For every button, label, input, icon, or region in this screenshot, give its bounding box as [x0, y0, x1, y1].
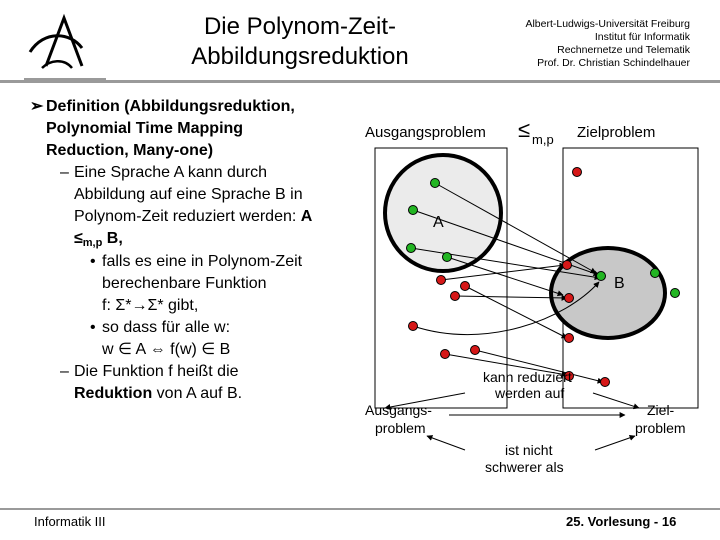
- zielproblem-line1: Ziel-: [647, 402, 675, 418]
- ist-nicht-line2: schwerer als: [485, 459, 564, 475]
- slide-title: Die Polynom-Zeit- Abbildungsreduktion: [140, 12, 460, 72]
- source-point-green: [442, 252, 452, 262]
- source-point-green: [406, 243, 416, 253]
- arrow-nicht-right: [594, 434, 636, 451]
- header-divider: [0, 80, 720, 83]
- dash-bullet-icon: –: [60, 363, 69, 380]
- source-point-green: [430, 178, 440, 188]
- source-point-red: [436, 275, 446, 285]
- label-source-problem: Ausgangsproblem: [365, 124, 486, 141]
- set-A-label: A: [433, 214, 444, 231]
- mapping-arrow: [412, 281, 600, 336]
- mapping-arrow: [454, 294, 568, 301]
- target-point-red: [572, 167, 582, 177]
- dash-bullet-icon: –: [60, 164, 69, 181]
- target-point-red: [564, 371, 574, 381]
- set-A-ellipse: [383, 153, 503, 273]
- target-point-green: [650, 268, 660, 278]
- source-universe-box: [374, 147, 508, 409]
- source-point-red: [408, 321, 418, 331]
- definition-subitem-1: • falls es eine in Polynom-Zeit berechen…: [90, 253, 303, 314]
- university-info: Albert-Ludwigs-Universität Freiburg Inst…: [500, 18, 690, 70]
- dot-bullet-icon: •: [90, 253, 96, 270]
- arrow-bullet-icon: ➢: [30, 98, 44, 115]
- title-line-2: Abbildungsreduktion: [191, 43, 409, 70]
- definition-heading: ➢ Definition (Abbildungsreduktion, Polyn…: [30, 98, 295, 159]
- set-B-ellipse: [549, 246, 667, 340]
- footer-divider: [0, 508, 720, 510]
- arrow-kann-right: [592, 392, 640, 410]
- title-line-1: Die Polynom-Zeit-: [203, 13, 397, 40]
- university-line-4: Prof. Dr. Christian Schindelhauer: [537, 57, 690, 69]
- mapping-arrow: [444, 353, 568, 378]
- ausgangsproblem-line1: Ausgangs-: [365, 402, 432, 418]
- target-point-red: [600, 377, 610, 387]
- mapping-arrow: [440, 262, 566, 281]
- label-leq-sub: m,p: [532, 132, 554, 147]
- source-point-red: [470, 345, 480, 355]
- university-line-1: Albert-Ludwigs-Universität Freiburg: [525, 18, 690, 30]
- target-point-red: [564, 333, 574, 343]
- source-point-red: [460, 281, 470, 291]
- university-logo: [24, 13, 106, 82]
- university-line-2: Institut für Informatik: [594, 31, 690, 43]
- ist-nicht-line1: ist nicht: [505, 442, 553, 458]
- kann-reduziert-line2: werden auf: [494, 385, 564, 401]
- arrow-kann-left: [384, 392, 466, 410]
- mapping-arrow: [446, 256, 564, 297]
- definition-text: ➢ Definition (Abbildungsreduktion, Polyn…: [30, 96, 360, 405]
- definition-subitem-2: • so dass für alle w: w ∈ A ⇔ f(w) ∈ B: [90, 319, 231, 358]
- mapping-arrow: [410, 247, 601, 281]
- mapping-arrow: [434, 182, 597, 274]
- dot-bullet-icon: •: [90, 319, 96, 336]
- source-point-green: [408, 205, 418, 215]
- label-leq: ≤: [518, 117, 530, 142]
- definition-item-2: – Die Funktion f heißt die Reduktion von…: [60, 363, 243, 402]
- footer-course: Informatik III: [34, 514, 106, 529]
- footer-slide-number: 25. Vorlesung - 16: [566, 514, 677, 529]
- reduction-diagram: Ausgangsproblem ≤ m,p Zielproblem A B: [365, 117, 699, 475]
- target-point-red: [564, 293, 574, 303]
- ausgangsproblem-line2: problem: [375, 420, 426, 436]
- source-point-red: [440, 349, 450, 359]
- university-line-3: Rechnernetze und Telematik: [557, 44, 690, 56]
- arrow-nicht-left: [426, 435, 466, 451]
- mapping-arrow: [464, 285, 568, 339]
- target-point-green: [670, 288, 680, 298]
- definition-item-1: – Eine Sprache A kann durch Abbildung au…: [60, 164, 313, 249]
- mapping-arrows: [410, 182, 604, 384]
- target-point-red: [562, 260, 572, 270]
- kann-reduziert-line1: kann reduziert: [483, 369, 572, 385]
- label-target-problem: Zielproblem: [577, 124, 655, 141]
- set-B-label: B: [614, 275, 625, 292]
- zielproblem-line2: problem: [635, 420, 686, 436]
- source-point-red: [450, 291, 460, 301]
- target-point-green: [596, 271, 606, 281]
- mapping-arrow: [474, 349, 604, 384]
